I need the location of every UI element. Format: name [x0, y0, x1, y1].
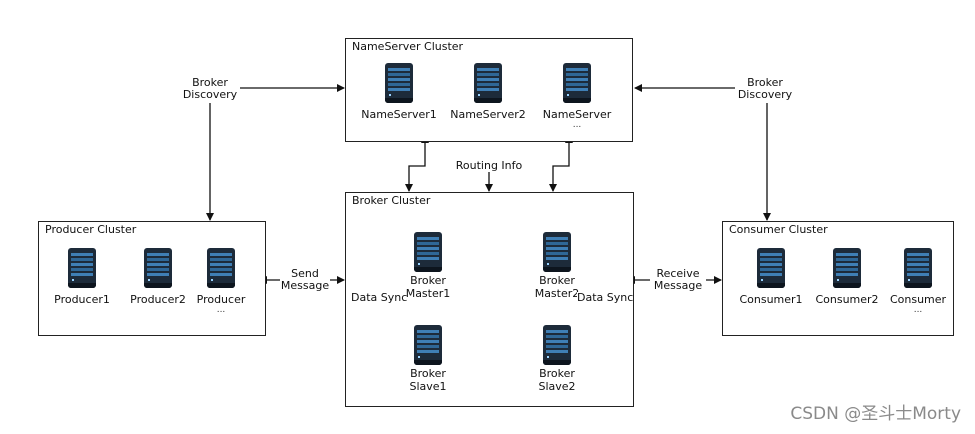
broker-cluster-title: Broker Cluster — [352, 194, 431, 207]
server-icon — [474, 63, 502, 103]
broker-slave1-node: Broker Slave1 — [383, 325, 473, 393]
producer-node-1: Producer1 — [37, 248, 127, 306]
receive-message-label: Receive Message — [650, 268, 706, 292]
routing-info-label: Routing Info — [452, 160, 526, 172]
server-icon — [414, 325, 442, 365]
node-label-line2: Slave1 — [409, 380, 447, 393]
consumer-cluster: Consumer Cluster Consumer1 Consumer2 Con… — [722, 221, 954, 336]
server-icon — [385, 63, 413, 103]
node-label-line1: Broker — [539, 274, 575, 287]
data-sync-right-label: Data Sync — [577, 291, 634, 304]
broker-discovery-left-label: Broker Discovery — [180, 77, 240, 101]
consumer-node-3: Consumer ... — [883, 248, 953, 315]
routing-left-arrow — [405, 135, 429, 192]
edge-label-line1: Send — [291, 267, 319, 280]
node-ellipsis: ... — [572, 120, 582, 130]
server-icon — [904, 248, 932, 288]
edge-label-line2: Message — [653, 279, 703, 292]
nameserver-cluster-title: NameServer Cluster — [352, 40, 464, 53]
producer-node-2: Producer2 — [113, 248, 203, 306]
node-label: NameServer1 — [361, 108, 437, 121]
node-label: Consumer1 — [739, 293, 803, 306]
consumer-node-2: Consumer2 — [802, 248, 892, 306]
broker-slave2-node: Broker Slave2 — [512, 325, 602, 393]
csdn-watermark: CSDN @圣斗士Morty — [790, 404, 961, 424]
server-icon — [68, 248, 96, 288]
broker-master1-node: Broker Master1 — [383, 232, 473, 300]
nameserver-node-1: NameServer1 — [354, 63, 444, 121]
server-icon — [144, 248, 172, 288]
node-ellipsis: ... — [913, 305, 923, 315]
edge-label-line1: Broker — [747, 76, 783, 89]
broker-master2-node: Broker Master2 — [512, 232, 602, 300]
edge-label-line2: Discovery — [737, 88, 793, 101]
server-icon — [543, 325, 571, 365]
producer-cluster: Producer Cluster Producer1 Producer2 Pro… — [38, 221, 266, 336]
nameserver-cluster: NameServer Cluster NameServer1 NameServe… — [345, 38, 633, 142]
producer-cluster-title: Producer Cluster — [45, 223, 137, 236]
node-label-line2: Slave2 — [538, 380, 576, 393]
server-icon — [414, 232, 442, 272]
producer-node-3: Producer ... — [185, 248, 257, 315]
server-icon — [563, 63, 591, 103]
data-sync-left-label: Data Sync — [351, 291, 408, 304]
node-label: Producer2 — [130, 293, 186, 306]
node-label: NameServer2 — [450, 108, 526, 121]
edge-label-line1: Receive — [656, 267, 700, 280]
node-label: Consumer2 — [815, 293, 879, 306]
edge-label-line1: Broker — [192, 76, 228, 89]
node-ellipsis: ... — [216, 305, 226, 315]
node-label: Producer — [196, 293, 246, 306]
server-icon — [757, 248, 785, 288]
node-label: Consumer — [889, 293, 947, 306]
nameserver-node-2: NameServer2 — [443, 63, 533, 121]
routing-right-arrow — [549, 135, 573, 192]
broker-discovery-right-label: Broker Discovery — [735, 77, 795, 101]
node-label: Producer1 — [54, 293, 110, 306]
edge-label-line2: Discovery — [182, 88, 238, 101]
node-label-line2: Master1 — [405, 287, 451, 300]
node-label-line1: Broker — [410, 274, 446, 287]
edge-label-line2: Message — [280, 279, 330, 292]
node-label-line1: Broker — [539, 367, 575, 380]
server-icon — [207, 248, 235, 288]
node-label-line1: Broker — [410, 367, 446, 380]
node-label: NameServer — [542, 108, 612, 121]
consumer-cluster-title: Consumer Cluster — [729, 223, 828, 236]
nameserver-node-3: NameServer ... — [532, 63, 622, 130]
server-icon — [543, 232, 571, 272]
send-message-label: Send Message — [280, 268, 330, 292]
consumer-node-1: Consumer1 — [726, 248, 816, 306]
node-label-line2: Master2 — [534, 287, 580, 300]
server-icon — [833, 248, 861, 288]
